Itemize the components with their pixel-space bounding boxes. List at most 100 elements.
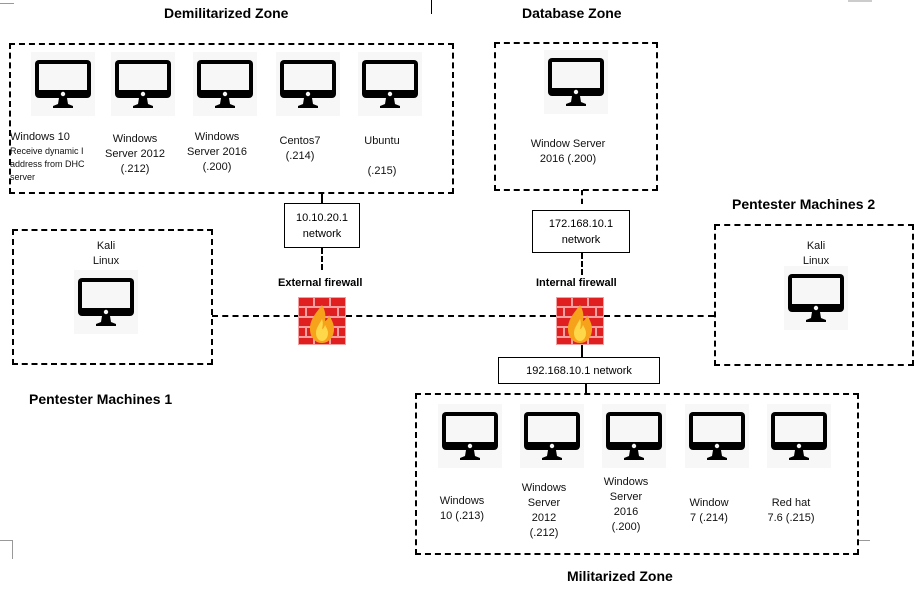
- label-line: Server 2012: [105, 148, 165, 160]
- label-line: 7 (.214): [690, 512, 728, 524]
- label-note-line: Receive dynamic I: [10, 146, 84, 156]
- dmz-network-line-2: network: [302, 227, 342, 240]
- label-line: 7.6 (.215): [767, 512, 815, 524]
- dmz-machine-label: Ubuntu (.215): [337, 134, 427, 179]
- dmz-machine: [103, 52, 183, 116]
- dmz-network-box: 10.10.20.1 network: [284, 203, 360, 248]
- pentester1-machine: [66, 270, 146, 334]
- database-machine-label: Window Server 2016 (.200): [516, 137, 620, 167]
- militarized-zone-title: Militarized Zone: [567, 568, 673, 584]
- label-line: 2016: [613, 506, 639, 518]
- label-line: Server 2016: [187, 146, 247, 158]
- label-line: Linux: [92, 255, 120, 267]
- label-line: Windows: [521, 482, 567, 494]
- pentester1-title: Pentester Machines 1: [29, 391, 173, 407]
- label-line: Linux: [802, 255, 830, 267]
- label-line: 2016 (.200): [539, 153, 597, 165]
- militarized-machine: [677, 404, 757, 468]
- monitor-icon: [784, 266, 848, 330]
- monitor-icon: [520, 404, 584, 468]
- external-firewall-icon: [298, 297, 346, 345]
- db-net-to-firewall-line: [581, 253, 583, 275]
- db-connector-line: [581, 190, 583, 204]
- dmz-machine: [350, 52, 430, 116]
- label-line: Windows: [439, 495, 485, 507]
- label-line: Windows: [194, 131, 240, 143]
- internal-network-label: 192.168.10.1 network: [526, 364, 632, 377]
- dmz-connector-line: [321, 193, 323, 203]
- monitor-icon: [111, 52, 175, 116]
- militarized-zone-box: [415, 393, 859, 555]
- db-network-line-1: 172.168.10.1: [548, 217, 614, 230]
- monitor-icon: [31, 52, 95, 116]
- label-line: Window: [689, 497, 729, 509]
- label-line: Kali: [96, 240, 116, 252]
- militarized-machine-label: Window 7 (.214): [664, 496, 754, 526]
- pentester2-machine: [776, 266, 856, 330]
- label-line: (.200): [202, 161, 232, 173]
- dmz-title: Demilitarized Zone: [164, 5, 289, 21]
- militarized-machine: [430, 404, 510, 468]
- label-line: Windows: [603, 476, 649, 488]
- label-line: (.212): [529, 527, 559, 539]
- monitor-icon: [767, 404, 831, 468]
- internal-network-box: 192.168.10.1 network: [498, 357, 660, 384]
- label-line: (.212): [120, 163, 150, 175]
- label-line: (.215): [367, 165, 397, 177]
- dmz-network-line-1: 10.10.20.1: [296, 211, 348, 224]
- label-line: Window Server: [530, 138, 606, 150]
- external-firewall-label: External firewall: [278, 277, 363, 289]
- backbone-line-left: [212, 315, 300, 317]
- militarized-machine: [759, 404, 839, 468]
- label-line: Centos7: [279, 135, 321, 147]
- label-line: (.200): [611, 521, 641, 533]
- pentester2-zone-box: [714, 224, 914, 366]
- database-machine: [536, 50, 616, 114]
- backbone-line-center: [346, 315, 556, 317]
- pentester1-machine-label: Kali Linux: [66, 239, 146, 269]
- label-note-line: address from DHC: [10, 159, 85, 169]
- monitor-icon: [602, 404, 666, 468]
- label-line: Server: [527, 497, 561, 509]
- dmz-machine: [23, 52, 103, 116]
- dmz-zone-box: [9, 43, 454, 194]
- label-note-line: server: [10, 172, 36, 182]
- monitor-icon: [74, 270, 138, 334]
- label-line: Server: [609, 491, 643, 503]
- backbone-line-right: [604, 315, 714, 317]
- label-line: 2012: [531, 512, 557, 524]
- database-zone-title: Database Zone: [522, 5, 622, 21]
- label-line: Red hat: [771, 497, 811, 509]
- dmz-net-to-firewall-line: [321, 248, 323, 270]
- db-network-box: 172.168.10.1 network: [532, 210, 630, 253]
- internal-firewall-icon: [556, 297, 604, 345]
- internal-firewall-label: Internal firewall: [536, 277, 617, 289]
- label-line: 10 (.213): [439, 510, 485, 522]
- militarized-machine: [594, 404, 674, 468]
- margin-mark-bottom-left: [0, 540, 13, 559]
- monitor-icon: [685, 404, 749, 468]
- monitor-icon: [358, 52, 422, 116]
- db-network-line-2: network: [561, 233, 601, 246]
- dmz-machine: [185, 52, 265, 116]
- pentester1-zone-box: [12, 229, 213, 365]
- margin-mark-bottom-right: [858, 540, 870, 541]
- firewall-to-internal-net-line: [581, 345, 583, 357]
- militarized-machine-label: Windows 10 (.213): [417, 494, 507, 524]
- pentester2-machine-label: Kali Linux: [776, 239, 856, 269]
- margin-mark-top-center: [431, 0, 432, 14]
- dmz-machine-label: Centos7(.214): [255, 134, 345, 164]
- database-zone-box: [494, 42, 658, 191]
- label-line: Windows 10: [10, 131, 70, 143]
- label-line: [337, 149, 427, 164]
- monitor-icon: [438, 404, 502, 468]
- label-line: Windows: [112, 133, 158, 145]
- label-line: Kali: [806, 240, 826, 252]
- militarized-machine-label: Red hat 7.6 (.215): [746, 496, 836, 526]
- margin-mark-top-left: [0, 3, 14, 4]
- dmz-machine-label: Windows 10 Receive dynamic I address from …: [10, 130, 100, 184]
